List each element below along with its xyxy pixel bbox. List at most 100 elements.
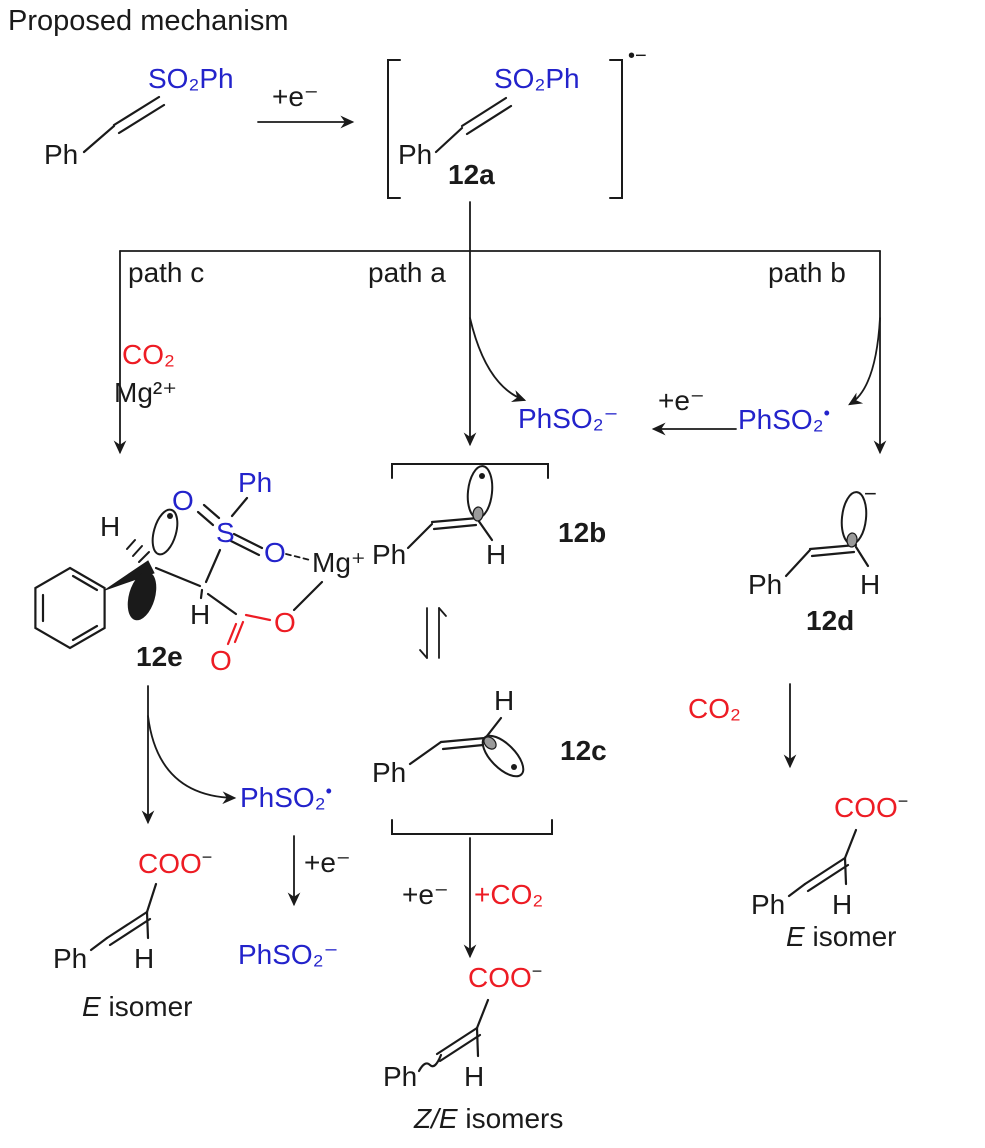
radical-electron-12e — [167, 513, 173, 519]
species-12d-label: 12d — [806, 605, 855, 636]
orbital-back-lobe-12b — [472, 506, 484, 522]
12e-h-label: H — [190, 599, 211, 630]
scheme-title: Proposed mechanism — [8, 5, 289, 37]
coo-base: COO — [834, 792, 898, 823]
12b-h-label: H — [486, 539, 507, 570]
phso2-radical-label-c: PhSO₂• — [240, 781, 332, 813]
reactant-structure — [82, 95, 166, 154]
reactant-ph-label: Ph — [44, 139, 79, 170]
stereo-hash-3 — [138, 551, 150, 563]
coo-label-path-c: COO− — [138, 847, 213, 879]
radical-electron-12c — [511, 764, 517, 770]
12d-h-label: H — [860, 569, 881, 600]
coo-label-path-b: COO− — [834, 791, 909, 823]
12e-sulfonyl-ph-label: Ph — [238, 467, 273, 498]
e-rest: isomer — [100, 991, 193, 1022]
curved-arrow-sulfonyl-radical — [848, 317, 881, 406]
bracket-right-12a — [609, 59, 623, 199]
12e-hashed-h-label: H — [100, 511, 121, 542]
co2-reagent-path-c: CO₂ — [122, 339, 175, 370]
intermediate-12c-structure — [408, 716, 525, 778]
electron-label-path-a: +e⁻ — [402, 879, 449, 910]
12c-ph-label: Ph — [372, 757, 407, 788]
radical-electron-12b — [479, 473, 485, 479]
intermediate-12a-structure — [434, 96, 513, 154]
bracket-top-path-a — [391, 463, 549, 479]
e-isomer-caption-path-b: E isomer — [786, 922, 896, 951]
charge-minus: − — [531, 961, 543, 981]
co2-label-path-a: +CO₂ — [474, 879, 544, 910]
product-path-c-structure — [89, 882, 158, 952]
phso2-base: PhSO₂ — [738, 404, 824, 435]
radical-anion-superscript: •− — [628, 45, 647, 67]
charge-minus: − — [897, 791, 909, 811]
12d-ph-label: Ph — [748, 569, 783, 600]
ze-isomers-caption: Z/E isomers — [414, 1104, 563, 1133]
radical-dot: • — [325, 781, 332, 801]
coordination-dashed-bond — [285, 553, 311, 561]
phso2-anion-label-a: PhSO₂⁻ — [518, 403, 619, 434]
12e-carboxyl-o-single-label: O — [274, 607, 296, 638]
path-c-label: path c — [128, 257, 205, 288]
intermediate-12d-structure — [784, 491, 870, 578]
species-12b-label: 12b — [558, 517, 607, 548]
stereo-hash-1 — [126, 539, 136, 550]
intermediate-12e-structure — [34, 496, 324, 650]
12e-carboxyl-o-double-label: O — [210, 645, 232, 676]
12e-oxygen-upper-label: O — [172, 485, 194, 516]
stereo-hash-2 — [132, 545, 143, 557]
product-c-ph-label: Ph — [53, 943, 88, 974]
coo-base: COO — [468, 962, 532, 993]
species-12e-label: 12e — [136, 641, 183, 672]
filled-orbital-lobe-12e — [127, 571, 157, 621]
species-12c-label: 12c — [560, 735, 607, 766]
mg2plus-reagent-path-c: Mg²⁺ — [114, 377, 177, 408]
12d-minus-superscript: − — [864, 481, 877, 506]
benzene-ring — [34, 566, 106, 650]
bracket-left-12a — [387, 59, 401, 199]
12e-oxygen-right-label: O — [264, 537, 286, 568]
12e-sulfur-label: S — [216, 517, 235, 548]
radical-orbital-12c — [481, 734, 525, 778]
electron-label-radical-reduction: +e⁻ — [658, 385, 705, 416]
intermediate-12b-structure — [406, 465, 494, 550]
curved-arrow-sulfinate-loss — [469, 317, 527, 402]
wavy-stereo-bond — [417, 1053, 443, 1073]
e-italic: E — [786, 921, 805, 952]
product-a-h-label: H — [464, 1061, 485, 1092]
product-c-h-label: H — [134, 943, 155, 974]
orbital-back-lobe-12c — [483, 736, 497, 750]
12b-ph-label: Ph — [372, 539, 407, 570]
orbital-back-lobe-12d — [846, 532, 858, 548]
phso2-radical-label-a: PhSO₂• — [738, 404, 830, 435]
ze-rest: isomers — [457, 1103, 564, 1134]
product-a-ph-label: Ph — [383, 1061, 418, 1092]
path-a-label: path a — [368, 257, 446, 288]
radical-orbital-12e — [151, 508, 179, 556]
stereo-wedge-bond — [104, 560, 155, 591]
12a-ph-label: Ph — [398, 139, 433, 170]
bracket-bottom-path-a — [391, 819, 553, 835]
reactant-so2ph-label: SO₂Ph — [148, 63, 234, 94]
path-b-label: path b — [768, 257, 846, 288]
electron-step-label: +e⁻ — [272, 81, 319, 112]
12c-h-label: H — [494, 685, 515, 716]
product-b-ph-label: Ph — [751, 889, 786, 920]
charge-minus: − — [201, 847, 213, 867]
phso2-anion-label-c: PhSO₂⁻ — [238, 939, 339, 970]
ze-italic: Z/E — [414, 1103, 458, 1134]
species-12a-label: 12a — [448, 159, 495, 190]
12a-so2ph-label: SO₂Ph — [494, 63, 580, 94]
product-path-b-structure — [787, 828, 858, 898]
product-b-h-label: H — [832, 889, 853, 920]
12e-mg-plus-label: Mg⁺ — [312, 547, 366, 578]
coo-base: COO — [138, 848, 202, 879]
e-isomer-caption-path-c: E isomer — [82, 992, 192, 1021]
electron-label-path-c: +e⁻ — [304, 847, 351, 878]
e-rest: isomer — [804, 921, 897, 952]
curved-arrow-12e-sulfonyl-loss — [147, 715, 237, 805]
co2-label-path-b: CO₂ — [688, 693, 741, 724]
e-italic: E — [82, 991, 101, 1022]
